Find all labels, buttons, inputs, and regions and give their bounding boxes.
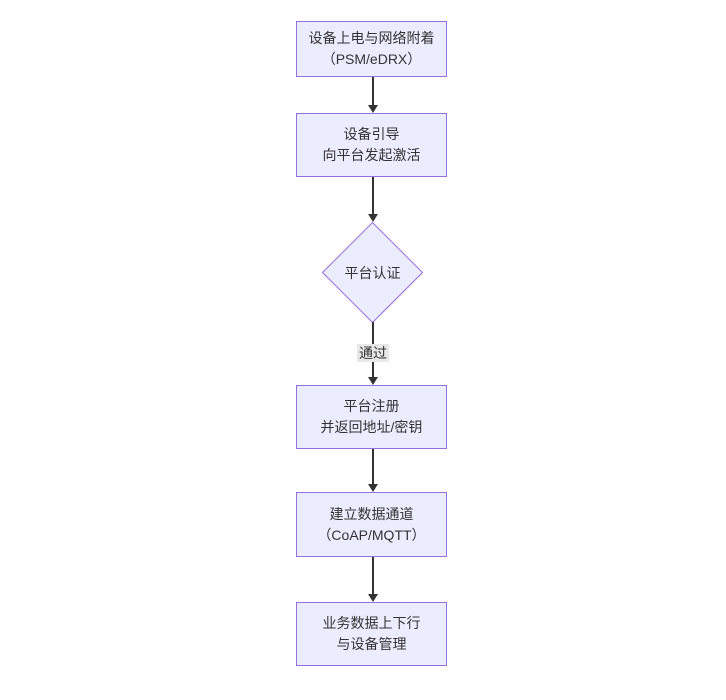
node-text-line: 设备上电与网络附着 xyxy=(308,30,435,46)
arrowhead-down-icon xyxy=(368,594,378,602)
node-business-data-device-mgmt: 业务数据上下行 与设备管理 xyxy=(296,602,447,666)
edge-connector xyxy=(372,77,374,106)
node-device-power-network-attach: 设备上电与网络附着 （PSM/eDRX） xyxy=(296,21,447,77)
node-text-line: 向平台发起激活 xyxy=(322,147,421,163)
arrowhead-down-icon xyxy=(368,484,378,492)
node-establish-data-channel: 建立数据通道 （CoAP/MQTT） xyxy=(296,492,447,557)
node-platform-register: 平台注册 并返回地址/密钥 xyxy=(296,385,447,449)
node-platform-auth-decision: 平台认证 xyxy=(322,222,423,323)
arrowhead-down-icon xyxy=(368,377,378,385)
node-text-line: 建立数据通道 xyxy=(329,505,414,522)
node-text-line: 并返回地址/密钥 xyxy=(320,419,423,435)
node-text-line: 与设备管理 xyxy=(336,636,407,652)
edge-connector xyxy=(372,557,374,595)
node-text-line: 平台认证 xyxy=(344,264,401,281)
edge-connector xyxy=(372,449,374,485)
node-device-bootstrap-activate: 设备引导 向平台发起激活 xyxy=(296,113,447,177)
edge-connector xyxy=(372,177,374,215)
arrowhead-down-icon xyxy=(368,214,378,222)
node-text-line: 平台注册 xyxy=(343,398,400,414)
node-text-line: 业务数据上下行 xyxy=(322,615,421,631)
node-text-line: （CoAP/MQTT） xyxy=(317,526,426,543)
node-text-line: （PSM/eDRX） xyxy=(321,51,422,67)
arrowhead-down-icon xyxy=(368,105,378,113)
node-text-line: 设备引导 xyxy=(343,126,400,142)
edge-label-pass: 通过 xyxy=(357,344,389,362)
